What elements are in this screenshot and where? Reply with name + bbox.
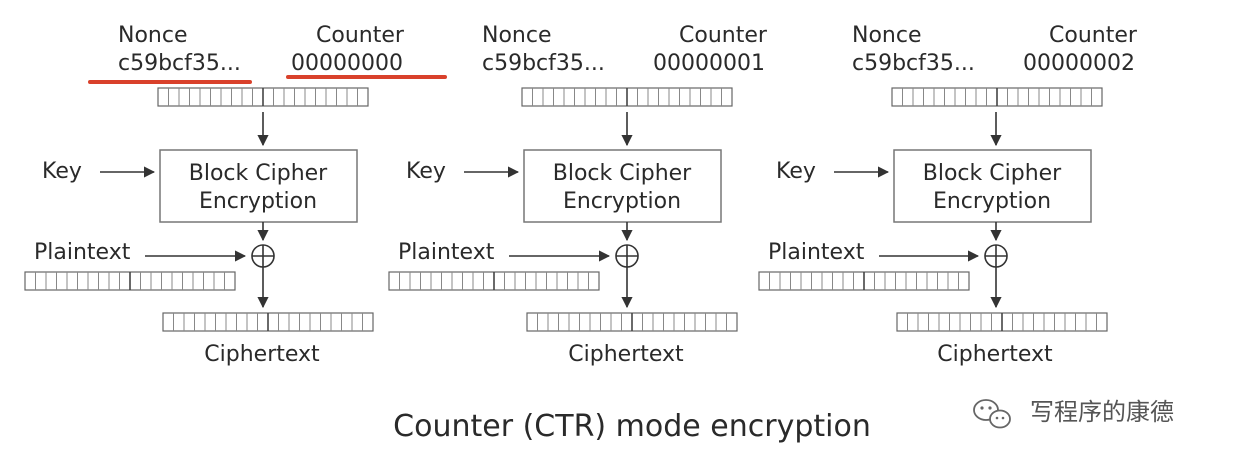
block-cipher-line1: Block Cipher — [553, 161, 692, 186]
counter-value: 00000002 — [1023, 51, 1135, 76]
nonce-label: Nonce — [482, 23, 552, 48]
key-label: Key — [776, 159, 816, 184]
block-cipher-box — [159, 149, 358, 223]
key-label: Key — [42, 159, 82, 184]
nonce-label: Nonce — [852, 23, 922, 48]
ciphertext-label: Ciphertext — [937, 342, 1053, 367]
ciphertext-block-strip — [162, 312, 374, 332]
nonce-value: c59bcf35... — [118, 51, 241, 76]
watermark-text: 写程序的康德 — [1030, 398, 1174, 426]
ciphertext-label: Ciphertext — [568, 342, 684, 367]
xor-icon — [251, 244, 275, 268]
block-cipher-box — [893, 149, 1092, 223]
nonce-value: c59bcf35... — [852, 51, 975, 76]
xor-icon — [615, 244, 639, 268]
plaintext-block-strip — [388, 271, 600, 291]
wechat-icon — [973, 399, 1011, 429]
block-cipher-line2: Encryption — [563, 189, 681, 214]
nonce-label: Nonce — [118, 23, 188, 48]
stage-1: Nonce c59bcf35... Counter 00000000 Key B… — [24, 23, 447, 367]
block-cipher-line2: Encryption — [933, 189, 1051, 214]
ciphertext-block-strip — [526, 312, 738, 332]
stage-2: Nonce c59bcf35... Counter 00000001 Key B… — [388, 23, 768, 367]
key-label: Key — [406, 159, 446, 184]
block-cipher-line1: Block Cipher — [189, 161, 328, 186]
counter-label: Counter — [1049, 23, 1138, 48]
stage-3: Nonce c59bcf35... Counter 00000002 Key B… — [758, 23, 1138, 367]
block-cipher-line2: Encryption — [199, 189, 317, 214]
plaintext-block-strip — [758, 271, 970, 291]
counter-label: Counter — [316, 23, 405, 48]
block-cipher-line1: Block Cipher — [923, 161, 1062, 186]
plaintext-block-strip — [24, 271, 236, 291]
plaintext-label: Plaintext — [34, 240, 131, 265]
plaintext-label: Plaintext — [398, 240, 495, 265]
diagram-caption: Counter (CTR) mode encryption — [393, 409, 871, 444]
block-cipher-box — [523, 149, 722, 223]
counter-block-strip — [521, 87, 733, 107]
counter-value: 00000001 — [653, 51, 765, 76]
counter-value: 00000000 — [291, 51, 403, 76]
xor-icon — [984, 244, 1008, 268]
ciphertext-label: Ciphertext — [204, 342, 320, 367]
counter-label: Counter — [679, 23, 768, 48]
ciphertext-block-strip — [896, 312, 1108, 332]
nonce-value: c59bcf35... — [482, 51, 605, 76]
plaintext-label: Plaintext — [768, 240, 865, 265]
counter-block-strip — [157, 87, 369, 107]
counter-block-strip — [891, 87, 1103, 107]
